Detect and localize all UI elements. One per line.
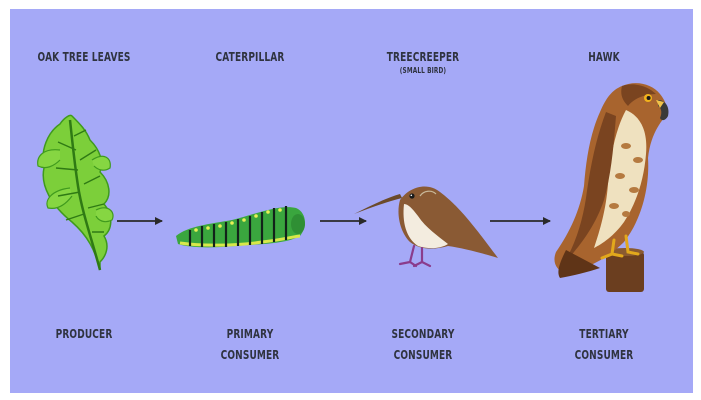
hawk-icon	[554, 83, 668, 292]
treecreeper-icon	[354, 186, 498, 266]
caterpillar-icon	[176, 206, 305, 247]
oak-leaf-icon	[38, 115, 113, 270]
